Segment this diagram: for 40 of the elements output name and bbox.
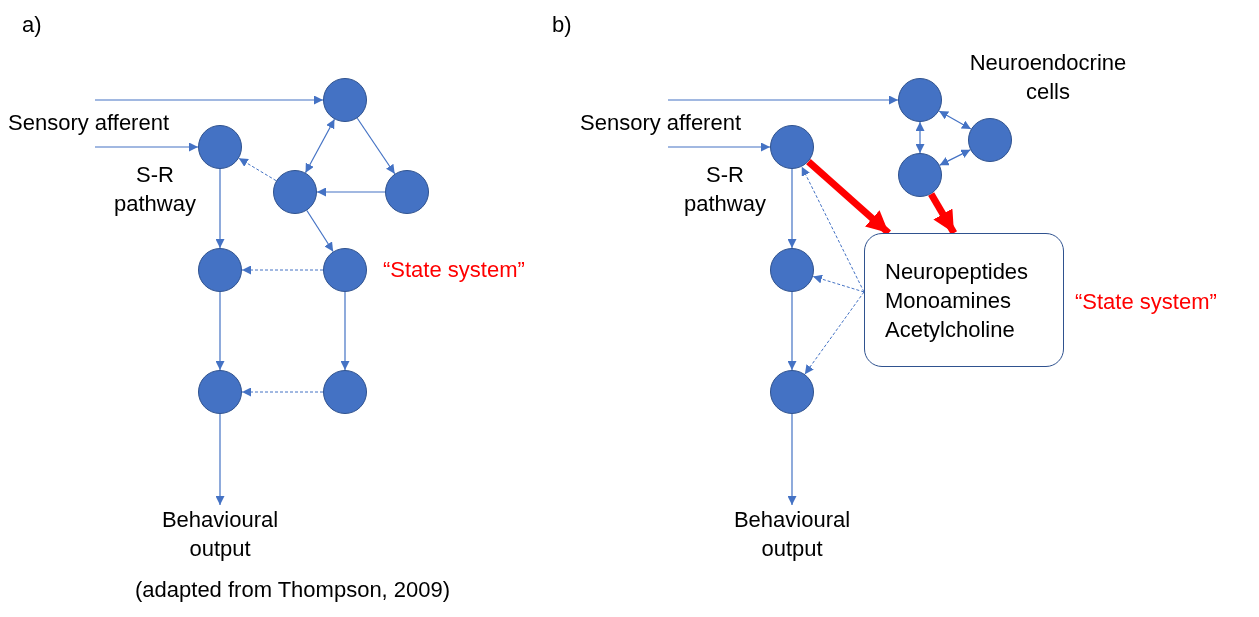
arrow [241,387,324,397]
text-label: S-R pathway [683,161,767,218]
box-text: Acetylcholine [885,315,1016,344]
output-label: Behavioural output [160,506,280,563]
arrow [812,274,865,293]
text-label: Neuroendocrine cells [968,49,1128,106]
state-label: “State system” [1075,288,1217,316]
text-label: Sensory afferent [580,112,742,134]
box-text: Neuropeptides [885,257,1030,286]
arrow [938,110,972,130]
arrow [667,95,899,105]
arrow [94,95,324,105]
arrow [787,168,797,249]
arrow [215,168,225,249]
arrow [306,209,334,253]
text-label: a) [22,11,42,39]
arrow [939,149,971,166]
arrow [241,265,324,275]
box-text: Monoamines [885,286,1012,315]
arrow [340,291,350,371]
arrow [94,142,199,152]
caption: (adapted from Thompson, 2009) [135,576,451,604]
arrow [304,118,336,174]
arrow [215,413,225,506]
text-label: b) [552,11,572,39]
arrow [787,413,797,506]
arrow [316,187,386,197]
arrow [804,291,865,375]
arrow [667,142,771,152]
arrow [238,157,277,182]
arrow [787,291,797,371]
text-label: Sensory afferent [8,112,170,134]
text-label: “State system” [383,256,525,284]
output-label: Behavioural output [732,506,852,563]
arrow [215,291,225,371]
arrow [915,121,925,154]
rounded-box [864,233,1064,367]
arrow [356,117,396,175]
thick-arrow [928,192,957,235]
text-label: S-R pathway [113,161,197,218]
